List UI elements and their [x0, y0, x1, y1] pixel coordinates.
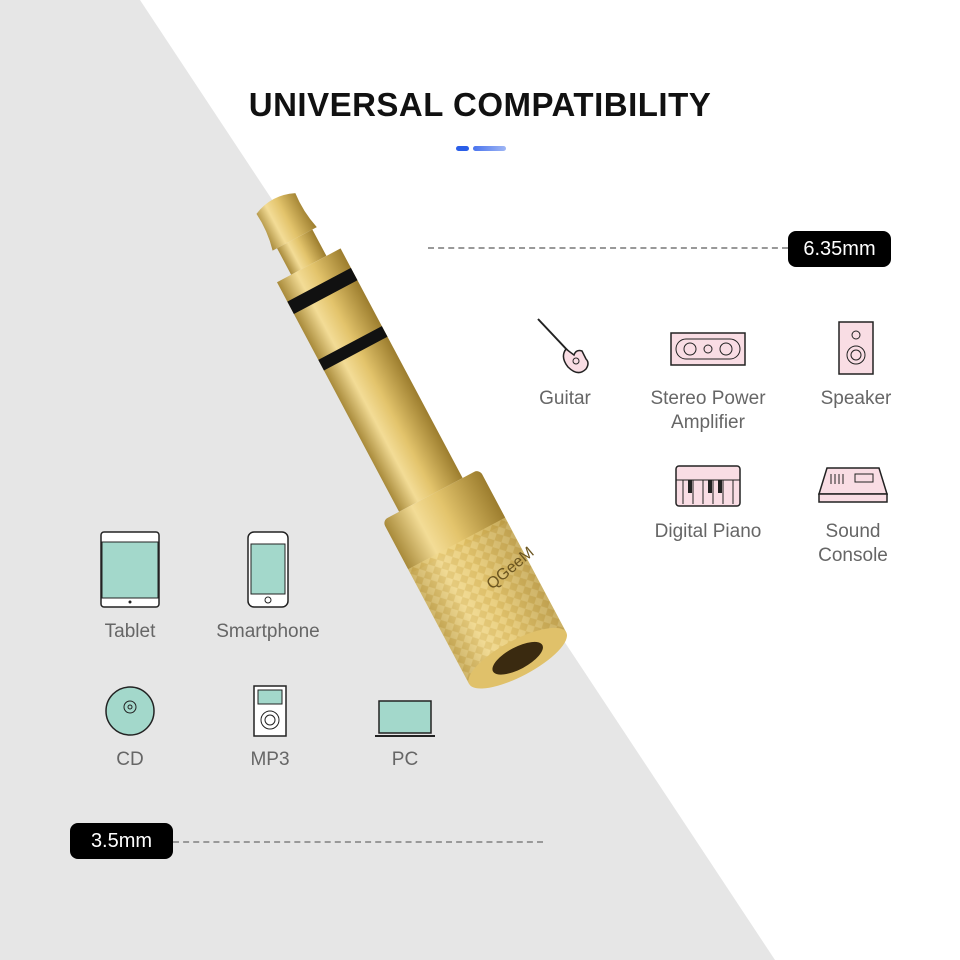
device-digital-piano: Digital Piano	[643, 460, 773, 544]
device-tablet: Tablet	[65, 530, 195, 644]
console-icon	[817, 467, 889, 503]
device-cd: CD	[65, 684, 195, 772]
device-guitar: Guitar	[500, 315, 630, 411]
page-title: UNIVERSAL COMPATIBILITY	[248, 86, 712, 123]
device-pc: PC	[340, 684, 470, 772]
size-tag-3-5mm: 3.5mm	[70, 823, 173, 859]
guitar-icon	[537, 318, 589, 374]
device-label: MP3	[250, 749, 290, 770]
cd-icon	[105, 686, 155, 736]
accent-dash	[456, 146, 469, 151]
speaker-icon	[838, 321, 874, 375]
dashed-line	[173, 841, 543, 843]
tablet-icon	[100, 531, 160, 608]
device-speaker: Speaker	[791, 315, 921, 411]
device-amplifier: Stereo Power Amplifier	[643, 315, 773, 435]
device-label: Guitar	[539, 388, 591, 409]
size-tag-6-35mm: 6.35mm	[788, 231, 891, 267]
device-label: PC	[391, 749, 419, 770]
device-label: Stereo Power Amplifier	[650, 388, 766, 433]
device-label: Speaker	[820, 388, 892, 409]
device-smartphone: Smartphone	[203, 530, 333, 644]
device-label: Smartphone	[216, 621, 320, 642]
device-label: Tablet	[104, 621, 156, 642]
device-label: CD	[116, 749, 144, 770]
dashed-line	[428, 247, 788, 249]
pc-icon	[375, 700, 435, 737]
device-sound-console: Sound Console	[788, 460, 918, 568]
accent-dash	[473, 146, 506, 151]
mp3-icon	[253, 685, 287, 737]
device-mp3: MP3	[205, 684, 335, 772]
piano-icon	[675, 465, 741, 507]
smartphone-icon	[247, 531, 289, 608]
amplifier-icon	[670, 332, 746, 366]
device-label: Digital Piano	[654, 521, 762, 542]
device-label: Sound Console	[818, 521, 888, 566]
